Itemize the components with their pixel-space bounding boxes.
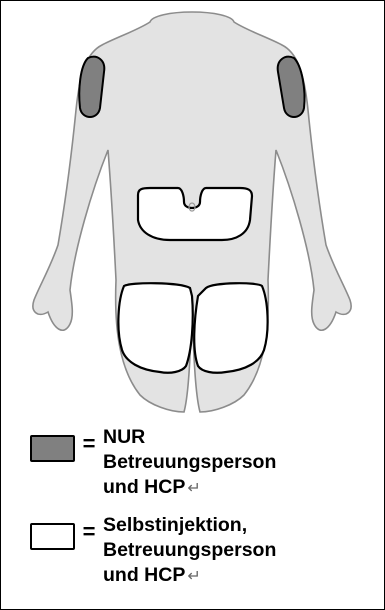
paragraph-return-mark: ↵ <box>187 568 200 585</box>
legend-equals: = <box>75 431 103 457</box>
legend-swatch-self-injection <box>30 523 75 550</box>
legend-equals: = <box>75 519 103 545</box>
legend-caregiver-line1: NUR <box>103 425 276 450</box>
paragraph-return-mark: ↵ <box>187 480 200 497</box>
legend-caregiver-label: NUR Betreuungsperson und HCP↵ <box>103 425 276 501</box>
legend-caregiver-line2: Betreuungsperson <box>103 450 276 475</box>
legend-self-line1: Selbstinjektion, <box>103 513 276 538</box>
legend-self-line3: und HCP <box>103 564 185 586</box>
legend-swatch-caregiver <box>30 435 75 462</box>
legend-caregiver-line3-wrap: und HCP↵ <box>103 475 276 501</box>
body-back-diagram <box>0 0 385 420</box>
legend-caregiver-only: = NUR Betreuungsperson und HCP↵ <box>30 425 276 501</box>
thigh-left-zone <box>118 283 192 373</box>
legend-self-line3-wrap: und HCP↵ <box>103 563 276 589</box>
legend-caregiver-line3: und HCP <box>103 476 185 498</box>
legend-self-injection: = Selbstinjektion, Betreuungsperson und … <box>30 513 276 589</box>
legend-self-line2: Betreuungsperson <box>103 538 276 563</box>
thigh-right-zone <box>194 283 267 373</box>
upper-arm-left-zone <box>79 57 104 117</box>
legend-self-injection-label: Selbstinjektion, Betreuungsperson und HC… <box>103 513 276 589</box>
